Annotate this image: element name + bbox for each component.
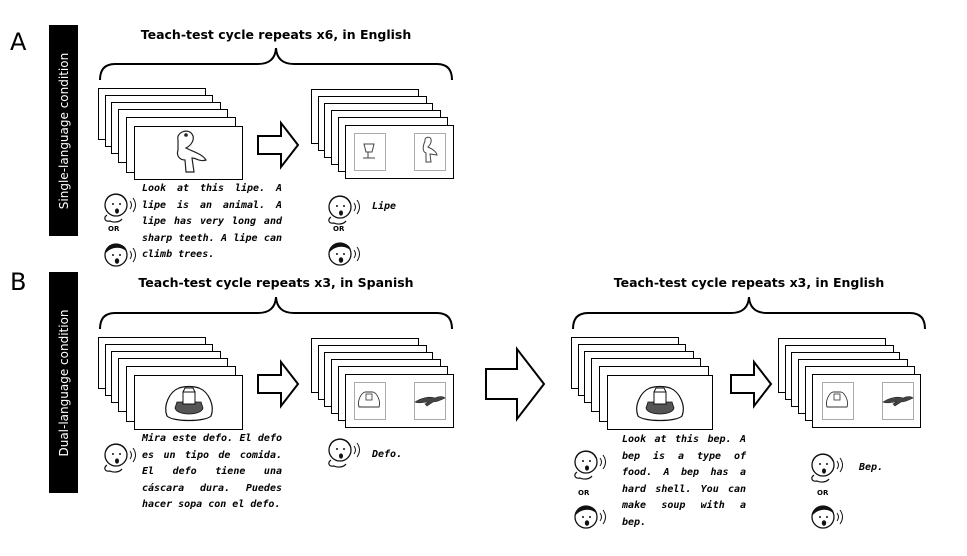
adult-speaker-icon	[574, 505, 607, 529]
novel-animal-icon	[422, 136, 438, 163]
condition-bar-dual: Dual-language condition	[49, 272, 78, 493]
novel-object-icon	[363, 143, 375, 159]
teaching-script-b-english: Look at this bep. A bep is a type of foo…	[622, 434, 746, 528]
cycle-title-a: Teach-test cycle repeats x6, in English	[140, 27, 412, 42]
teaching-script-a: Look at this lipe. A lipe is an animal. …	[142, 183, 282, 260]
child-speaker-icon	[104, 193, 137, 223]
panel-letter-b: B	[10, 268, 27, 296]
brace-b-spanish	[99, 296, 453, 330]
or-label: OR	[333, 225, 345, 233]
test-choice-left	[822, 382, 854, 420]
brace-a	[99, 47, 453, 81]
child-speaker-icon	[811, 453, 844, 483]
right-arrow-icon	[257, 120, 300, 170]
test-choice-right	[414, 133, 446, 171]
child-speaker-icon	[104, 443, 137, 473]
right-arrow-icon	[485, 346, 546, 422]
child-speaker-icon	[574, 450, 607, 480]
test-choice-right	[882, 382, 914, 420]
cycle-title-b-spanish: Teach-test cycle repeats x3, in Spanish	[138, 275, 414, 290]
or-label: OR	[817, 489, 829, 497]
or-label: OR	[578, 489, 590, 497]
adult-speaker-icon	[104, 243, 137, 267]
test-choice-right	[414, 382, 446, 420]
right-arrow-icon	[257, 359, 300, 409]
adult-speaker-icon	[328, 242, 361, 266]
test-word-a: Lipe	[372, 201, 397, 212]
child-speaker-icon	[328, 195, 361, 225]
adult-speaker-icon	[811, 505, 844, 529]
test-choice-left	[354, 382, 386, 420]
right-arrow-icon	[730, 359, 773, 409]
panel-letter-a: A	[10, 28, 27, 56]
test-word-b-spanish: Defo.	[372, 449, 403, 460]
test-choice-left	[354, 133, 386, 171]
condition-bar-single: Single-language condition	[49, 25, 78, 236]
test-word-b-english: Bep.	[859, 462, 884, 473]
cycle-title-b-english: Teach-test cycle repeats x3, in English	[613, 275, 885, 290]
or-label: OR	[108, 225, 120, 233]
teaching-script-b-spanish: Mira este defo. El defo es un tipo de co…	[142, 433, 282, 510]
child-speaker-icon	[328, 438, 361, 468]
brace-b-english	[572, 296, 926, 330]
